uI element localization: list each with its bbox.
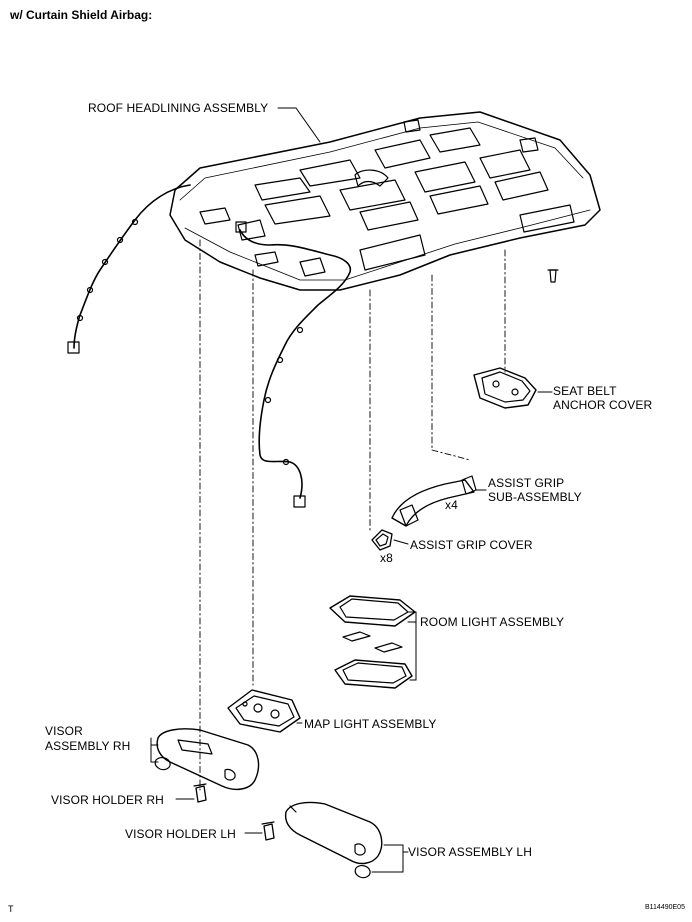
label-seat-belt-anchor-cover-line1: SEAT BELT bbox=[553, 384, 617, 398]
room-light-drawing bbox=[329, 595, 416, 689]
label-assist-grip-cover-qty: x8 bbox=[380, 551, 393, 565]
map-light-drawing bbox=[227, 689, 301, 733]
label-visor-assembly-lh: VISOR ASSEMBLY LH bbox=[408, 845, 532, 859]
visor-holder-rh-drawing bbox=[193, 783, 207, 803]
label-assist-grip-line1: ASSIST GRIP bbox=[488, 476, 565, 490]
label-map-light-assembly: MAP LIGHT ASSEMBLY bbox=[304, 717, 437, 731]
label-visor-assembly-rh-line1: VISOR bbox=[45, 724, 83, 738]
headlining-clip-drawing bbox=[547, 269, 559, 283]
seat-belt-anchor-cover-drawing bbox=[473, 367, 537, 409]
label-room-light-assembly: ROOM LIGHT ASSEMBLY bbox=[420, 615, 565, 629]
label-visor-holder-lh: VISOR HOLDER LH bbox=[125, 827, 236, 841]
visor-holder-lh-drawing bbox=[261, 821, 275, 841]
visor-rh-drawing bbox=[154, 728, 260, 791]
assist-grip-drawing bbox=[391, 475, 477, 527]
label-assist-grip-line2: SUB-ASSEMBLY bbox=[488, 490, 582, 504]
corner-mark: T bbox=[8, 904, 14, 914]
assist-grip-cover-drawing bbox=[371, 529, 393, 551]
dashed-leaders bbox=[199, 239, 506, 791]
airbag-harness-right bbox=[235, 221, 352, 508]
roof-headlining-drawing bbox=[169, 111, 601, 291]
label-assist-grip-qty: x4 bbox=[445, 498, 458, 512]
visor-lh-drawing bbox=[284, 801, 383, 879]
label-seat-belt-anchor-cover-line2: ANCHOR COVER bbox=[553, 398, 653, 412]
diagram-heading: w/ Curtain Shield Airbag: bbox=[10, 8, 153, 22]
airbag-harness-left bbox=[67, 184, 191, 354]
label-leaders bbox=[150, 107, 553, 873]
label-visor-assembly-rh-line2: ASSEMBLY RH bbox=[45, 739, 131, 753]
label-assist-grip-cover: ASSIST GRIP COVER bbox=[410, 538, 533, 552]
label-roof-headlining-assembly: ROOF HEADLINING ASSEMBLY bbox=[88, 101, 269, 115]
figure-reference-code: B114490E05 bbox=[645, 904, 685, 911]
label-visor-holder-rh: VISOR HOLDER RH bbox=[51, 793, 164, 807]
